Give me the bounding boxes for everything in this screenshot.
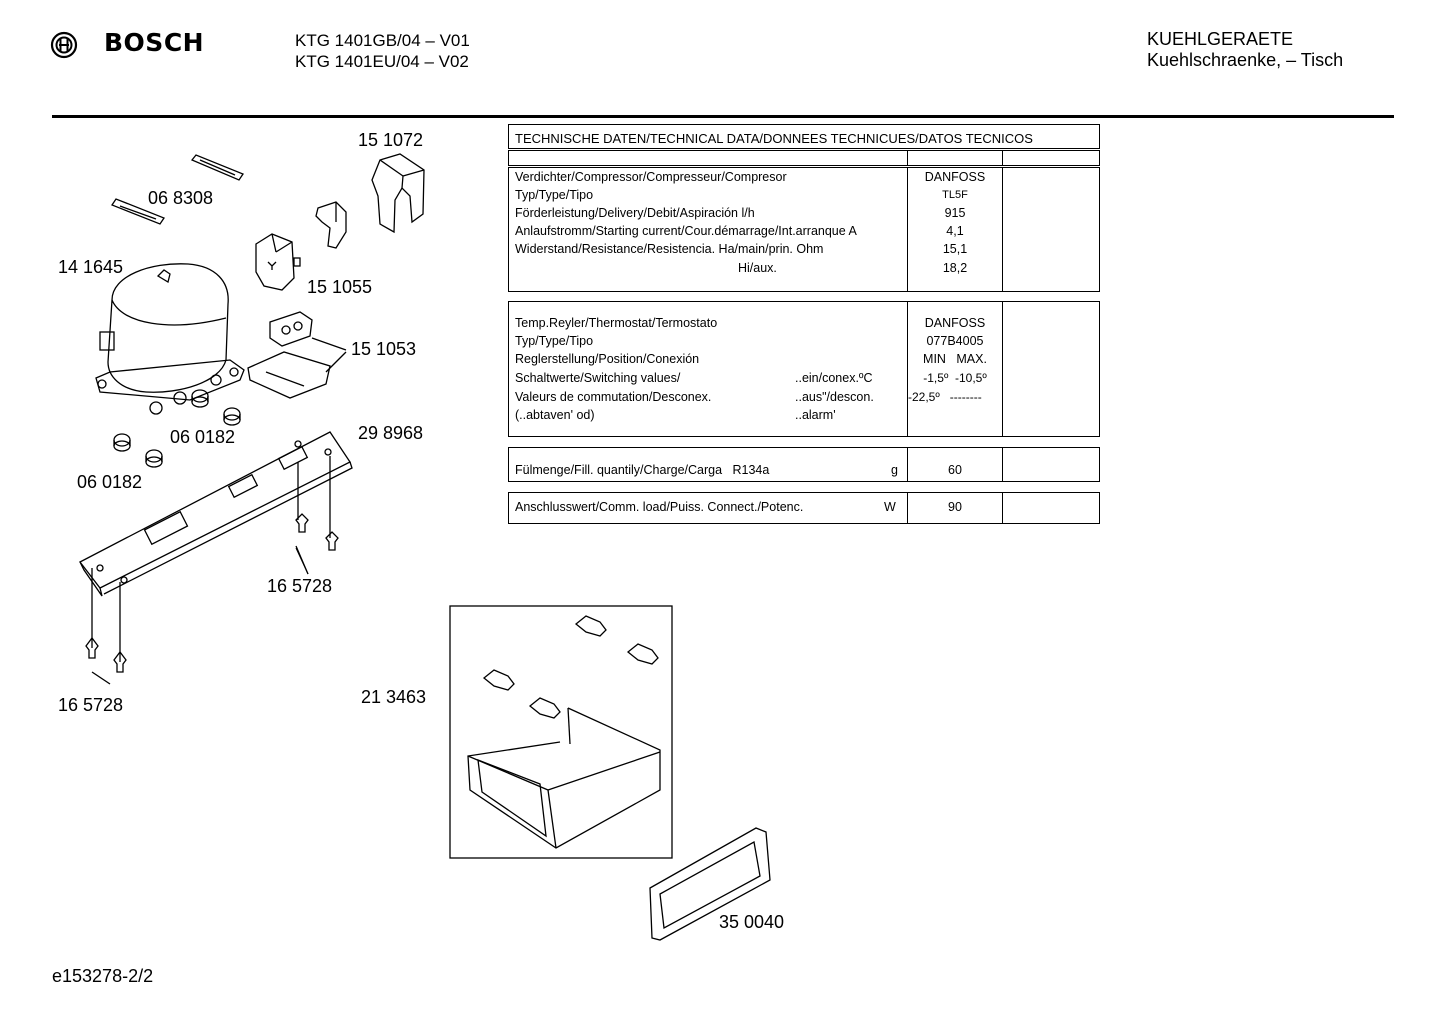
resistance-aux-value: 18,2 [942, 261, 968, 275]
screw-parts [85, 513, 339, 685]
part-label: 16 5728 [267, 576, 333, 596]
thermostat-type-label: Typ/Type/Tipo [515, 334, 594, 348]
bracket-part [315, 201, 347, 249]
thermostat-block: Temp.Reyler/Thermostat/Termostato Typ/Ty… [508, 301, 1100, 437]
tech-title-box: TECHNISCHE DATEN/TECHNICAL DATA/DONNEES … [508, 124, 1100, 149]
part-label: 16 5728 [58, 695, 124, 715]
part-label: 15 1072 [358, 130, 424, 150]
part-label: 06 0182 [77, 472, 143, 492]
clip-part-1 [190, 154, 244, 181]
compressor-type-value: TL5F [942, 189, 968, 201]
charge-value: 60 [948, 463, 962, 477]
tech-header-row [508, 150, 1100, 166]
compressor-label: Verdichter/Compressor/Compresseur/Compre… [515, 170, 787, 184]
load-unit: W [884, 500, 896, 514]
starting-current-label: Anlaufstromm/Starting current/Cour.démar… [515, 224, 857, 238]
relay-part [255, 233, 301, 291]
brand-name: BOSCH [104, 28, 205, 57]
category-line-1: KUEHLGERAETE [1147, 29, 1294, 49]
drawer-box-frame [449, 605, 673, 859]
charge-block: Fülmenge/Fill. quantily/Charge/Carga R13… [508, 447, 1100, 482]
defrost-label: (..abtaven' od) [515, 408, 595, 422]
part-label: 06 0182 [170, 427, 236, 447]
load-label: Anschlusswert/Comm. load/Puiss. Connect.… [515, 500, 804, 514]
commutation-label: Valeurs de commutation/Desconex. [515, 390, 712, 404]
resistance-main-value: 15,1 [942, 242, 968, 256]
charge-unit: g [891, 463, 898, 477]
compressor-make-value: DANFOSS [924, 170, 986, 184]
load-value: 90 [948, 500, 962, 514]
resistance-aux-label: Hi/aux. [738, 261, 777, 275]
front-panel-part [649, 827, 771, 941]
delivery-value: 915 [944, 206, 966, 220]
switch-off-value: -22,5º -------- [908, 390, 982, 404]
delivery-label: Förderleistung/Delivery/Debit/Aspiración… [515, 206, 755, 220]
part-label: 15 1055 [307, 277, 373, 297]
compressor-block: Verdichter/Compressor/Compresseur/Compre… [508, 167, 1100, 292]
grommet-parts [113, 389, 241, 468]
position-value: MIN MAX. [923, 352, 987, 366]
tech-title: TECHNISCHE DATEN/TECHNICAL DATA/DONNEES … [515, 131, 1033, 146]
alarm-label: ..alarm' [795, 408, 836, 422]
connector-parts [247, 311, 347, 399]
switching-values-label: Schaltwerte/Switching values/ [515, 371, 681, 385]
part-label: 15 1053 [351, 339, 417, 359]
resistance-label: Widerstand/Resistance/Resistencia. Ha/ma… [515, 242, 824, 256]
switch-on-label: ..ein/conex.ºC [795, 371, 873, 385]
model-line-2: KTG 1401EU/04 – V02 [295, 52, 469, 71]
charge-label: Fülmenge/Fill. quantily/Charge/Carga R13… [515, 463, 770, 477]
part-label: 29 8968 [358, 423, 424, 443]
part-label: 21 3463 [361, 687, 427, 707]
thermostat-make-value: DANFOSS [924, 316, 986, 330]
starting-current-value: 4,1 [946, 224, 964, 238]
switch-on-value: -1,5º -10,5º [923, 371, 987, 385]
mounting-plate-part [79, 431, 353, 662]
category-line-2: Kuehlschraenke, – Tisch [1147, 50, 1344, 70]
thermostat-type-value: 077B4005 [926, 334, 984, 348]
part-label: 06 8308 [148, 188, 214, 208]
header-divider [52, 115, 1394, 118]
load-block: Anschlusswert/Comm. load/Puiss. Connect.… [508, 492, 1100, 524]
switch-off-label: ..aus"/descon. [795, 390, 874, 404]
clip-part-2 [111, 198, 165, 225]
compressor-part [95, 263, 245, 415]
drawer-part [467, 615, 661, 849]
bosch-logo-icon [50, 31, 78, 59]
model-line-1: KTG 1401GB/04 – V01 [295, 31, 470, 50]
part-label: 14 1645 [58, 257, 124, 277]
compressor-type-label: Typ/Type/Tipo [515, 188, 594, 202]
thermostat-label: Temp.Reyler/Thermostat/Termostato [515, 316, 718, 330]
part-label: 35 0040 [719, 912, 785, 932]
cover-part [371, 153, 425, 234]
position-label: Reglerstellung/Position/Conexión [515, 352, 700, 366]
drawing-code: e153278-2/2 [52, 966, 154, 986]
